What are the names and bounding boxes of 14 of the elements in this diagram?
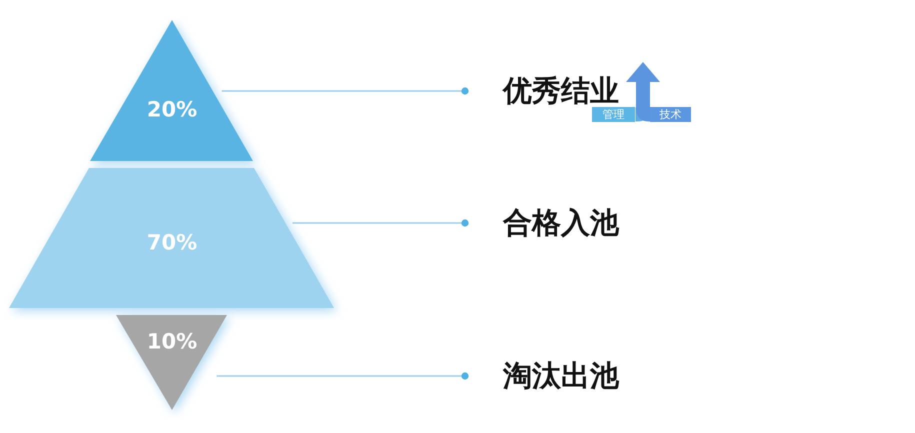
triangle-segment <box>90 20 253 161</box>
leader-line <box>216 372 469 380</box>
percent-label: 20% <box>146 100 198 120</box>
inverted-triangle-segment <box>116 315 227 410</box>
stage-label: 优秀结业 <box>503 76 619 106</box>
stage-label: 合格入池 <box>503 208 619 238</box>
tag-band: 技术 <box>650 107 691 122</box>
percent-label: 10% <box>146 332 198 352</box>
leader-line <box>292 219 469 227</box>
tag-band: 管理 <box>592 107 635 122</box>
stage-label: 淘汰出池 <box>503 362 619 390</box>
trapezoid-segment <box>9 168 334 308</box>
percent-label: 70% <box>146 232 198 254</box>
leader-line <box>222 87 469 95</box>
